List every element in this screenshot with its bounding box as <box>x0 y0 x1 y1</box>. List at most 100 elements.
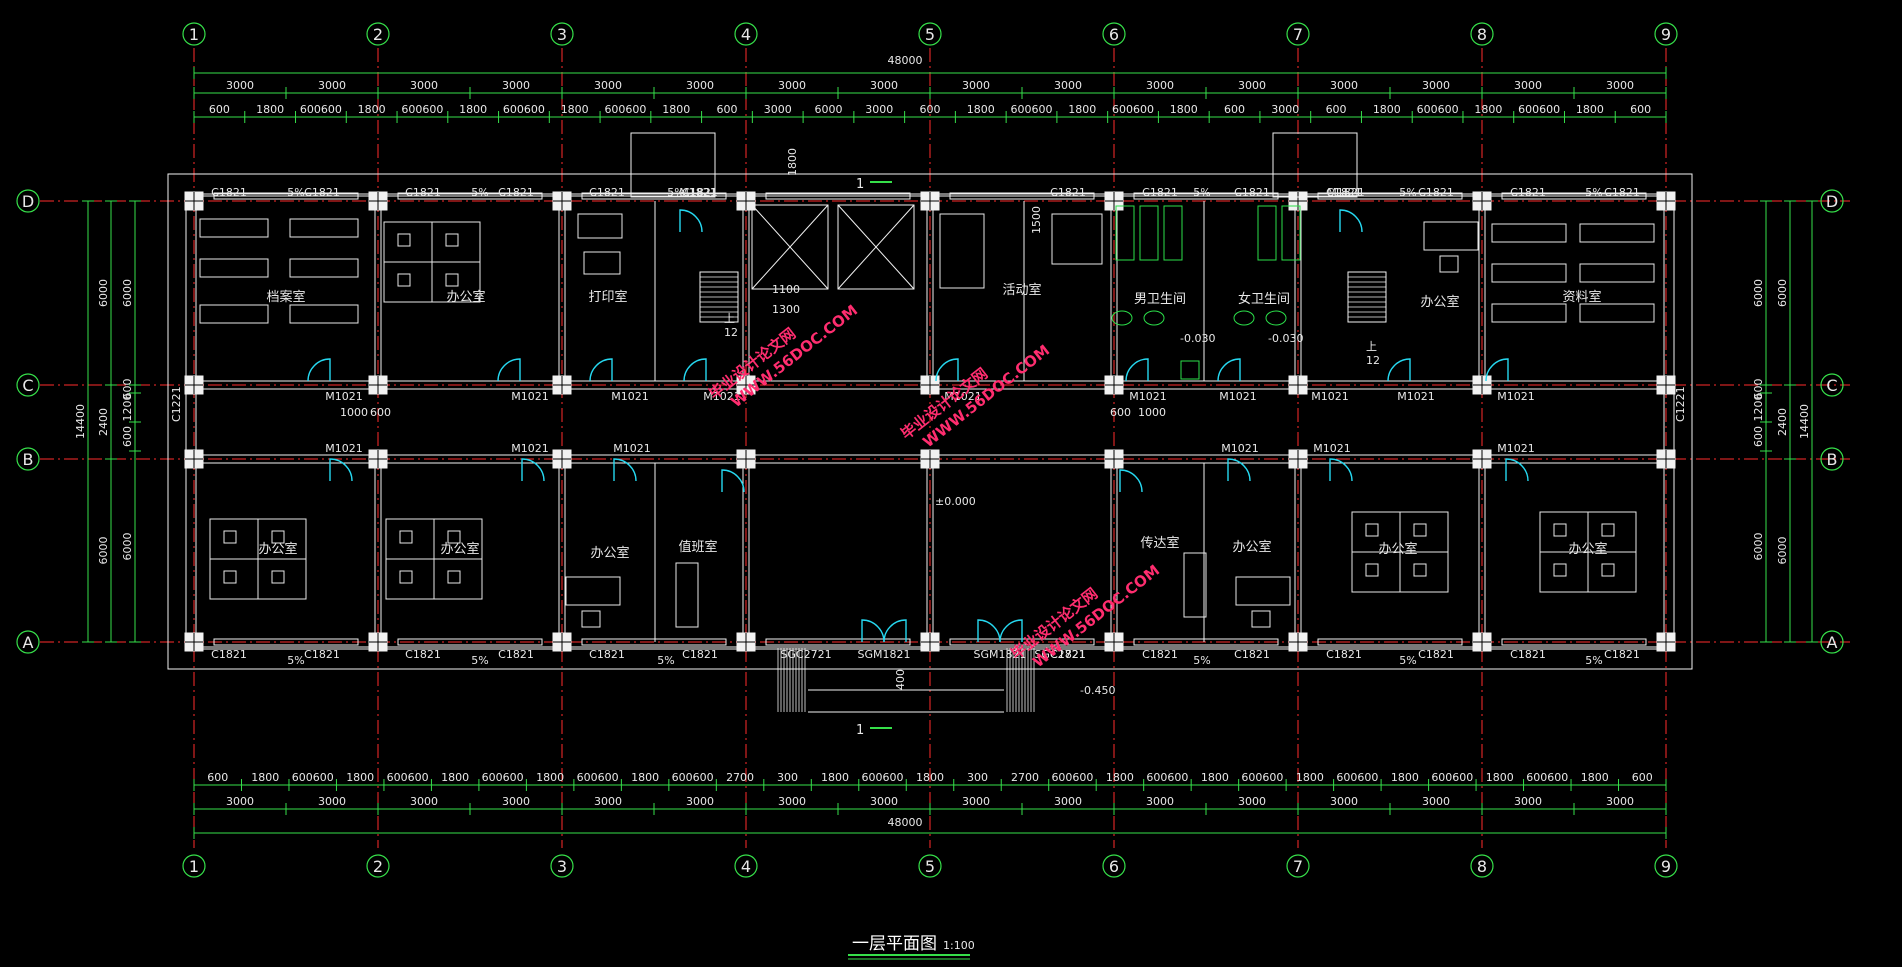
detail-dim-bottom-label: 1800 <box>346 771 374 784</box>
door-tag-stair: M1821 <box>1327 186 1365 199</box>
axis-label-8: 8 <box>1477 25 1487 44</box>
door-swing <box>679 209 703 233</box>
elevator-cross <box>751 204 829 290</box>
corridor-dim: 600 <box>1110 406 1131 419</box>
window <box>1133 638 1279 646</box>
window <box>1501 192 1647 200</box>
shelf <box>199 218 269 238</box>
walls <box>167 132 1693 713</box>
chair <box>445 233 459 247</box>
axis-label-A: A <box>23 633 34 652</box>
elevator-dim: 1800 <box>786 148 799 176</box>
axis-label-C: C <box>1826 376 1837 395</box>
wash-basin <box>1111 310 1133 326</box>
door-tag: M1021 <box>325 442 363 455</box>
axis-label-5: 5 <box>925 857 935 876</box>
slope-tag: 5% <box>1585 186 1602 199</box>
door-tag: M1021 <box>1311 390 1349 403</box>
window-tag: C1821 <box>589 186 625 199</box>
door-tag: M1021 <box>1313 442 1351 455</box>
axis-bubble-7 <box>1286 22 1310 46</box>
axis-bubble-8 <box>1470 854 1494 878</box>
detail-dim-bottom-label: 600 <box>1632 771 1653 784</box>
stair-up: 上 <box>724 312 735 325</box>
floor-level: ±0.000 <box>935 495 976 508</box>
detail-dim-top-label: 1800 <box>256 103 284 116</box>
window <box>1317 192 1463 200</box>
door-tag: M1021 <box>1397 390 1435 403</box>
axis-bubble-D <box>1820 189 1844 213</box>
chair <box>397 273 411 287</box>
door-tag: M1021 <box>325 390 363 403</box>
room-label-office-a7: 办公室 <box>1378 541 1417 557</box>
bay-dim-top-label: 3000 <box>1146 79 1174 92</box>
chair <box>1251 610 1271 628</box>
axis-label-4: 4 <box>741 25 751 44</box>
bay-dim-top-label: 3000 <box>1422 79 1450 92</box>
room-label-reception: 传达室 <box>1140 535 1179 551</box>
axis-label-1: 1 <box>189 857 199 876</box>
wash-basin <box>1143 310 1165 326</box>
detail-dim-top-label: 600600 <box>401 103 443 116</box>
chair <box>271 570 285 584</box>
window-tag: C1821 <box>405 186 441 199</box>
toilet-stall <box>1281 205 1301 261</box>
stair-up: 上 <box>1366 340 1377 353</box>
room-label-data: 资料室 <box>1562 289 1601 305</box>
axis-label-7: 7 <box>1293 25 1303 44</box>
door-tag: M1021 <box>944 390 982 403</box>
door-swing <box>613 458 637 482</box>
window-tag: C1821 <box>304 648 340 661</box>
bay-dim-bottom-label: 3000 <box>226 795 254 808</box>
axis-label-B: B <box>1827 450 1838 469</box>
door-tag: M1021 <box>1129 390 1167 403</box>
door-swing <box>721 469 745 493</box>
door-swing <box>1387 358 1411 382</box>
office-desk <box>1235 576 1291 606</box>
locker <box>1051 213 1103 265</box>
room-label-office-d8: 办公室 <box>1420 294 1459 310</box>
total-length-bottom: 48000 <box>888 816 923 829</box>
door-swing <box>683 358 707 382</box>
room-label-archive: 档案室 <box>266 289 305 305</box>
left-outer-dim-label: 6000 <box>97 537 110 565</box>
door-tag: M1021 <box>1497 442 1535 455</box>
axis-label-A: A <box>1827 633 1838 652</box>
window-tag: C1821 <box>304 186 340 199</box>
window-tag: C1821 <box>1142 186 1178 199</box>
detail-dim-top-label: 6000 <box>814 103 842 116</box>
stair-steps: 12 <box>1366 354 1380 367</box>
stair-steps: 12 <box>724 326 738 339</box>
window <box>581 192 727 200</box>
detail-dim-top-label: 600600 <box>1112 103 1154 116</box>
window-tag: C1821 <box>1510 186 1546 199</box>
left-inner-dim-label: 6000 <box>121 279 134 307</box>
room-label-office-d2: 办公室 <box>446 289 485 305</box>
elevator-dim: 1300 <box>772 303 800 316</box>
detail-dim-bottom-label: 1800 <box>1106 771 1134 784</box>
detail-dim-top-label: 1800 <box>662 103 690 116</box>
bay-dim-bottom-label: 3000 <box>962 795 990 808</box>
axis-bubble-D <box>16 189 40 213</box>
detail-dim-bottom-label: 300 <box>777 771 798 784</box>
room-label-office-a3: 办公室 <box>590 545 629 561</box>
bay-dim-bottom-label: 3000 <box>1606 795 1634 808</box>
chair <box>271 530 285 544</box>
slope-tag: 5% <box>287 654 304 667</box>
door-tag: M1021 <box>703 390 741 403</box>
slope-tag: 5% <box>1193 654 1210 667</box>
furniture <box>199 205 1655 628</box>
slope-tag: 5% <box>1193 186 1210 199</box>
bay-dim-top-label: 3000 <box>1606 79 1634 92</box>
main-door-leaf <box>999 619 1023 643</box>
door-swing <box>1329 458 1353 482</box>
window-tag: C1821 <box>682 648 718 661</box>
counter <box>1183 552 1207 618</box>
axis-bubble-B <box>1820 447 1844 471</box>
axis-label-9: 9 <box>1661 25 1671 44</box>
axis-label-3: 3 <box>557 857 567 876</box>
shelf <box>1579 263 1655 283</box>
axis-bubble-C <box>16 373 40 397</box>
left-outer-dim-label: 2400 <box>97 408 110 436</box>
axis-bubble-2 <box>366 854 390 878</box>
